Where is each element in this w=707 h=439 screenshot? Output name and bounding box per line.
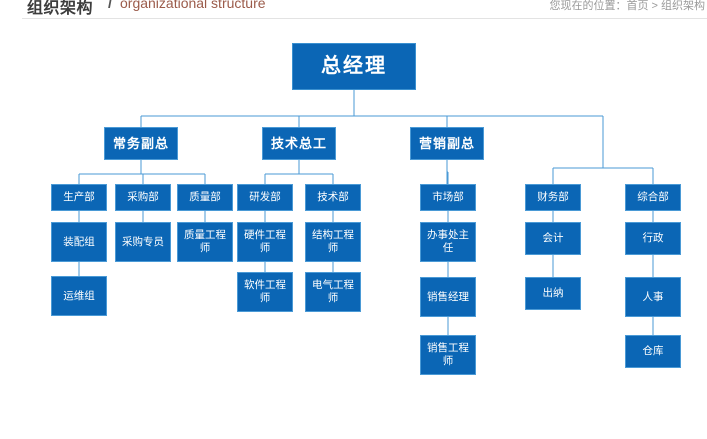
- org-node-label: 综合部: [637, 191, 669, 204]
- org-node-label: 仓库: [642, 345, 664, 358]
- org-node-n20[interactable]: 运维组: [51, 276, 107, 316]
- org-node-n17[interactable]: 办事处主任: [420, 222, 476, 262]
- header-divider: [22, 18, 707, 19]
- org-node-label: 销售经理: [427, 290, 469, 303]
- org-node-n14[interactable]: 质量工程师: [177, 222, 233, 262]
- org-node-label: 研发部: [249, 191, 281, 204]
- org-node-n4[interactable]: 生产部: [51, 184, 107, 211]
- org-node-n26[interactable]: 销售工程师: [420, 335, 476, 375]
- org-node-label: 市场部: [432, 191, 464, 204]
- org-node-label: 运维组: [63, 289, 95, 302]
- org-node-label: 行政: [642, 232, 664, 245]
- breadcrumb: 您现在的位置：首页 > 组织架构: [549, 0, 705, 12]
- org-node-label: 结构工程师: [312, 229, 354, 254]
- org-node-n21[interactable]: 软件工程师: [237, 272, 293, 312]
- org-node-n27[interactable]: 仓库: [625, 335, 681, 368]
- org-node-n8[interactable]: 技术部: [305, 184, 361, 211]
- org-node-n9[interactable]: 市场部: [420, 184, 476, 211]
- org-node-n0[interactable]: 总经理: [292, 43, 416, 90]
- title-separator: /: [108, 0, 113, 12]
- org-node-label: 质量部: [189, 191, 221, 204]
- org-node-label: 办事处主任: [427, 229, 469, 254]
- org-node-label: 营销副总: [418, 135, 475, 151]
- org-node-n18[interactable]: 会计: [525, 222, 581, 255]
- org-node-n5[interactable]: 采购部: [115, 184, 171, 211]
- org-node-label: 出纳: [542, 287, 564, 300]
- org-node-label: 技术部: [317, 191, 349, 204]
- org-node-label: 会计: [542, 232, 564, 245]
- org-node-label: 软件工程师: [244, 279, 286, 304]
- org-node-n10[interactable]: 财务部: [525, 184, 581, 211]
- org-node-n24[interactable]: 出纳: [525, 277, 581, 310]
- page-header: 组织架构 / organizational structure 您现在的位置：首…: [0, 0, 707, 19]
- org-node-n25[interactable]: 人事: [625, 277, 681, 317]
- org-node-n3[interactable]: 营销副总: [410, 127, 484, 160]
- org-node-n12[interactable]: 装配组: [51, 222, 107, 262]
- org-chart: 总经理常务副总 技术总工 营销副总生产部 采购部 质量部 研发部 技术部 市场部 财务部 综合部装…: [0, 19, 707, 439]
- org-node-label: 装配组: [63, 235, 95, 248]
- org-node-n16[interactable]: 结构工程师: [305, 222, 361, 262]
- org-node-n15[interactable]: 硬件工程师: [237, 222, 293, 262]
- org-node-label: 采购部: [127, 191, 159, 204]
- org-node-label: 技术总工: [270, 135, 327, 151]
- org-node-n11[interactable]: 综合部: [625, 184, 681, 211]
- page-title: 组织架构: [27, 0, 94, 17]
- org-node-n1[interactable]: 常务副总: [104, 127, 178, 160]
- org-node-label: 硬件工程师: [244, 229, 286, 254]
- org-node-label: 销售工程师: [427, 342, 469, 367]
- org-node-label: 生产部: [63, 191, 95, 204]
- org-node-label: 质量工程师: [184, 229, 226, 254]
- org-node-label: 人事: [642, 290, 664, 303]
- org-node-label: 总经理: [321, 55, 387, 78]
- org-node-n23[interactable]: 销售经理: [420, 277, 476, 317]
- org-node-label: 电气工程师: [312, 279, 354, 304]
- org-node-label: 常务副总: [112, 135, 169, 151]
- org-node-label: 财务部: [537, 191, 569, 204]
- org-node-n7[interactable]: 研发部: [237, 184, 293, 211]
- org-node-n19[interactable]: 行政: [625, 222, 681, 255]
- org-node-label: 采购专员: [122, 235, 164, 248]
- org-node-n13[interactable]: 采购专员: [115, 222, 171, 262]
- org-node-n22[interactable]: 电气工程师: [305, 272, 361, 312]
- org-node-n6[interactable]: 质量部: [177, 184, 233, 211]
- org-node-n2[interactable]: 技术总工: [262, 127, 336, 160]
- page-subtitle: organizational structure: [120, 0, 266, 11]
